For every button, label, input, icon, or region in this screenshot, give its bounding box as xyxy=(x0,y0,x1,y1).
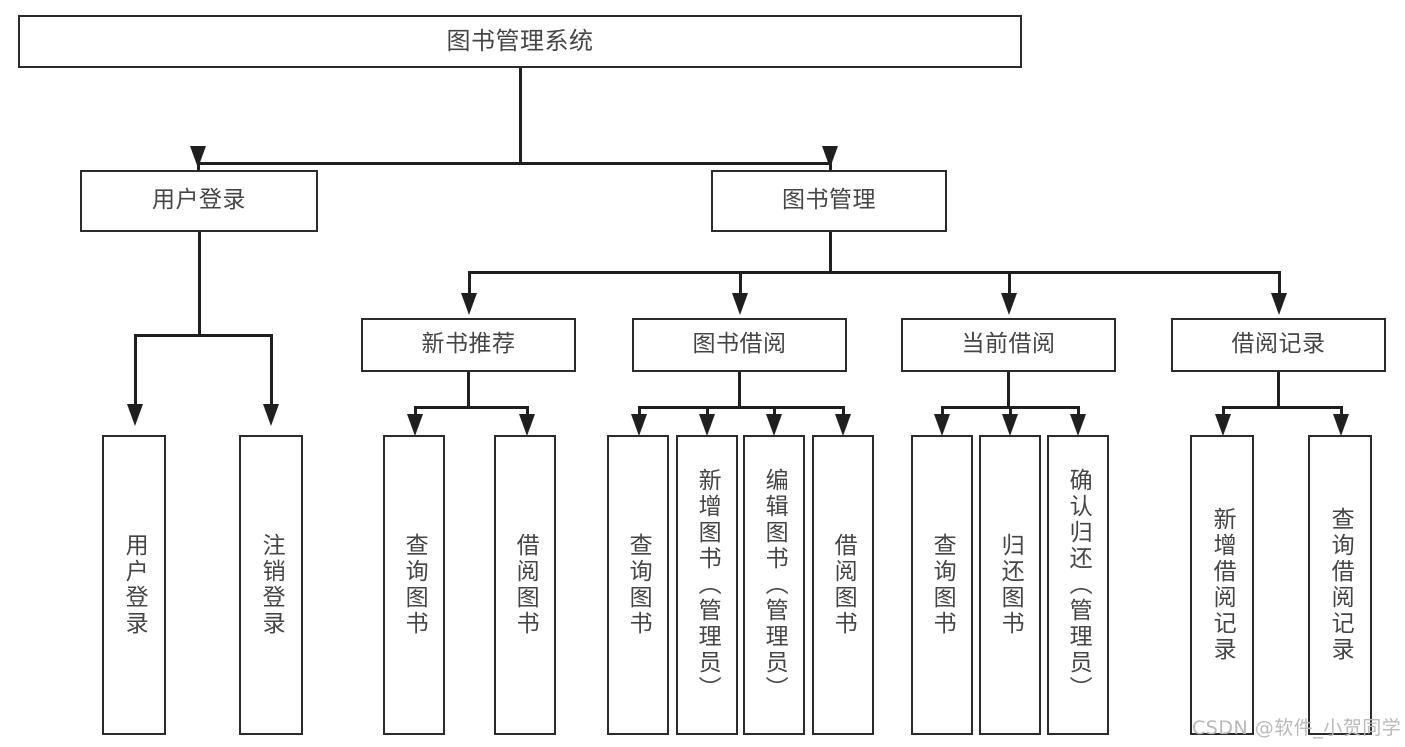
leaf-edit-book-admin[interactable]: 编辑图书（管理员） xyxy=(743,435,805,735)
arrow-br-to-leaf-1 xyxy=(1215,414,1231,436)
arrow-bm-to-current-borrow xyxy=(1001,293,1017,315)
node-label: 注销登录 xyxy=(258,533,285,637)
arrow-root-to-user-login xyxy=(190,146,206,168)
leaf-user-login[interactable]: 用户登录 xyxy=(102,435,166,735)
arrow-bb-to-leaf-2 xyxy=(699,414,715,436)
node-user-login[interactable]: 用户登录 xyxy=(80,170,318,232)
edge-user-login-trunk xyxy=(198,232,201,336)
node-label: 查询借阅记录 xyxy=(1327,507,1354,663)
leaf-borrow-book[interactable]: 借阅图书 xyxy=(812,435,874,735)
node-borrow-record[interactable]: 借阅记录 xyxy=(1171,318,1386,372)
edge-borrow-record-split-bar xyxy=(1222,406,1343,409)
edge-book-borrow-split-bar xyxy=(638,406,845,409)
arrow-new-book-to-leaf-1 xyxy=(407,414,423,436)
arrow-cb-to-leaf-1 xyxy=(934,414,950,436)
node-label: 借阅图书 xyxy=(512,533,539,637)
node-current-borrow[interactable]: 当前借阅 xyxy=(901,318,1116,372)
arrow-bm-to-book-borrow xyxy=(732,293,748,315)
arrow-bb-to-leaf-1 xyxy=(631,414,647,436)
edge-book-borrow-trunk xyxy=(738,372,741,408)
leaf-borrow-book-recommend[interactable]: 借阅图书 xyxy=(494,435,556,735)
arrow-new-book-to-leaf-2 xyxy=(519,414,535,436)
node-new-book-recommend[interactable]: 新书推荐 xyxy=(361,318,576,372)
leaf-confirm-return-admin[interactable]: 确认归还（管理员） xyxy=(1047,435,1109,735)
leaf-add-book-admin[interactable]: 新增图书（管理员） xyxy=(676,435,738,735)
edge-user-login-to-leaf-1 xyxy=(134,334,137,416)
edge-bm-to-book-borrow xyxy=(739,271,742,303)
arrow-user-login-to-leaf-1 xyxy=(127,404,143,426)
node-label: 用户登录 xyxy=(121,533,148,637)
node-label: 编辑图书（管理员） xyxy=(761,468,788,702)
edge-current-borrow-trunk xyxy=(1007,372,1010,408)
node-book-management[interactable]: 图书管理 xyxy=(711,170,947,232)
edge-new-book-split-bar xyxy=(414,406,529,409)
edge-borrow-record-trunk xyxy=(1277,372,1280,408)
node-book-borrow[interactable]: 图书借阅 xyxy=(632,318,847,372)
node-label: 借阅图书 xyxy=(830,533,857,637)
node-label: 图书管理系统 xyxy=(446,27,594,56)
node-label: 归还图书 xyxy=(997,533,1024,637)
edge-book-management-trunk xyxy=(829,232,832,273)
node-label: 图书借阅 xyxy=(692,331,787,358)
node-label: 查询图书 xyxy=(401,533,428,637)
edge-bm-to-new-book xyxy=(468,271,471,303)
arrow-bm-to-borrow-record xyxy=(1271,293,1287,315)
leaf-return-book[interactable]: 归还图书 xyxy=(979,435,1041,735)
arrow-cb-to-leaf-3 xyxy=(1070,414,1086,436)
arrow-root-to-book-management xyxy=(822,146,838,168)
edge-root-trunk xyxy=(519,68,522,164)
arrow-bb-to-leaf-3 xyxy=(766,414,782,436)
edge-user-login-split-bar xyxy=(134,334,273,337)
csdn-watermark: CSDN @软件_小贺同学 xyxy=(1192,717,1402,739)
node-label: 借阅记录 xyxy=(1231,331,1326,358)
leaf-query-book-recommend[interactable]: 查询图书 xyxy=(383,435,445,735)
leaf-query-book-borrow[interactable]: 查询图书 xyxy=(607,435,669,735)
edge-bm-to-current-borrow xyxy=(1008,271,1011,303)
arrow-cb-to-leaf-2 xyxy=(1002,414,1018,436)
leaf-query-book-current[interactable]: 查询图书 xyxy=(911,435,973,735)
edge-bm-to-borrow-record xyxy=(1278,271,1281,303)
leaf-query-borrow-record[interactable]: 查询借阅记录 xyxy=(1308,435,1372,735)
edge-new-book-trunk xyxy=(467,372,470,408)
edge-user-login-to-leaf-2 xyxy=(270,334,273,416)
arrow-bb-to-leaf-4 xyxy=(835,414,851,436)
node-label: 当前借阅 xyxy=(961,331,1056,358)
edge-book-management-split-bar xyxy=(468,271,1279,274)
arrow-br-to-leaf-2 xyxy=(1333,414,1349,436)
node-label: 用户登录 xyxy=(152,187,246,214)
node-label: 新增图书（管理员） xyxy=(694,468,721,702)
node-label: 新增借阅记录 xyxy=(1209,507,1236,663)
arrow-bm-to-new-book xyxy=(461,293,477,315)
node-label: 图书管理 xyxy=(782,187,876,214)
node-label: 确认归还（管理员） xyxy=(1065,468,1092,702)
leaf-logout[interactable]: 注销登录 xyxy=(239,435,303,735)
arrow-user-login-to-leaf-2 xyxy=(263,404,279,426)
node-label: 新书推荐 xyxy=(421,331,516,358)
node-root-book-management-system[interactable]: 图书管理系统 xyxy=(18,15,1022,68)
node-label: 查询图书 xyxy=(625,533,652,637)
node-label: 查询图书 xyxy=(929,533,956,637)
edge-root-split-bar xyxy=(197,162,832,165)
leaf-add-borrow-record[interactable]: 新增借阅记录 xyxy=(1190,435,1254,735)
